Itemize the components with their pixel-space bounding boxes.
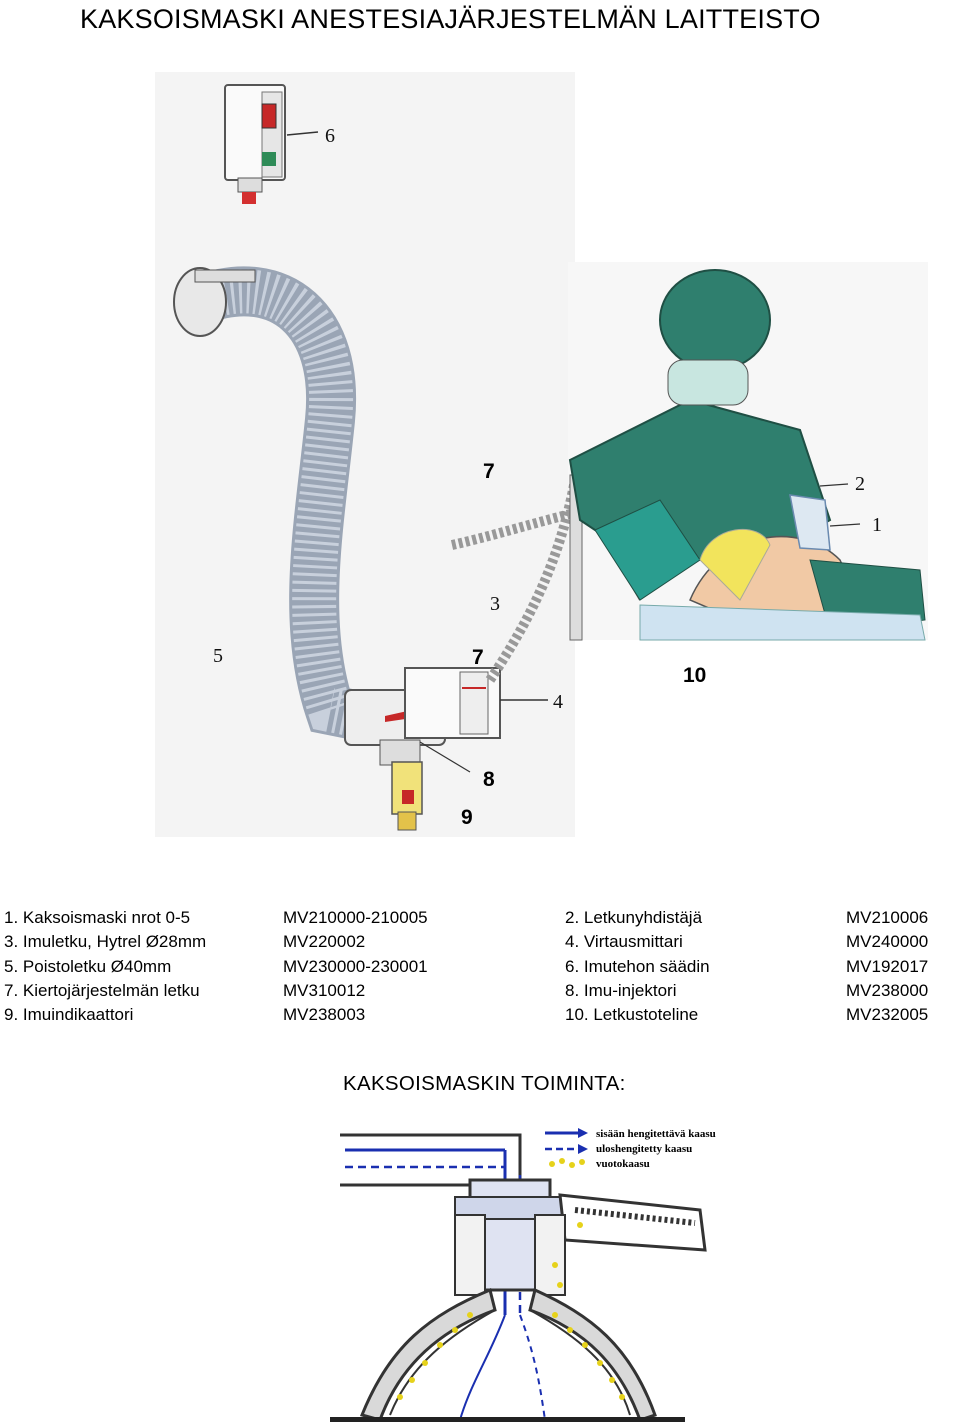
list-item: 5. Poistoletku Ø40mm MV230000-230001 bbox=[4, 955, 484, 979]
list-item: 9. Imuindikaattori MV238003 bbox=[4, 1003, 484, 1027]
flow-meter-icon bbox=[404, 667, 548, 739]
part-name: 3. Imuletku, Hytrel Ø28mm bbox=[4, 932, 207, 952]
list-item: 3. Imuletku, Hytrel Ø28mm MV220002 bbox=[4, 930, 484, 954]
label-4: 4 bbox=[553, 691, 563, 713]
part-code: MV210000-210005 bbox=[283, 908, 428, 927]
list-item: 1. Kaksoismaski nrot 0-5 MV210000-210005 bbox=[4, 906, 484, 930]
label-8: 8 bbox=[483, 768, 495, 791]
legend-exhaled: uloshengitetty kaasu bbox=[596, 1143, 692, 1155]
part-name: 9. Imuindikaattori bbox=[4, 1005, 134, 1025]
label-6: 6 bbox=[325, 125, 335, 147]
anesthesiologist-icon bbox=[568, 269, 832, 601]
list-item: 10. Letkustoteline MV232005 bbox=[565, 1003, 955, 1027]
label-3: 3 bbox=[490, 593, 500, 615]
part-code: MV210006 bbox=[846, 908, 929, 927]
list-item: 8. Imu-injektori MV238000 bbox=[565, 979, 955, 1003]
label-9: 9 bbox=[461, 806, 473, 829]
part-code: MV220002 bbox=[283, 932, 366, 952]
part-name: 10. Letkustoteline bbox=[565, 1005, 699, 1025]
exhaust-hose-icon bbox=[173, 266, 360, 740]
suction-hose-icon bbox=[485, 479, 580, 683]
label-1: 1 bbox=[872, 514, 882, 536]
flow-legend: sisään hengitettävä kaasu uloshengitetty… bbox=[545, 1128, 716, 1170]
part-name: 4. Virtausmittari bbox=[565, 932, 683, 952]
page-title: KAKSOISMASKI ANESTESIAJÄRJESTELMÄN LAITT… bbox=[80, 4, 821, 34]
outer-mask-left bbox=[359, 1287, 497, 1422]
list-item: 4. Virtausmittari MV240000 bbox=[565, 930, 955, 954]
part-code: MV310012 bbox=[283, 980, 366, 1000]
label-7-lower: 7 bbox=[472, 646, 484, 669]
label-5: 5 bbox=[213, 645, 223, 667]
circulation-hose-icon bbox=[450, 487, 791, 550]
parts-list-left: 1. Kaksoismaski nrot 0-5 MV210000-210005… bbox=[4, 906, 484, 1027]
list-item: 2. Letkunyhdistäjä MV210006 bbox=[565, 906, 955, 930]
part-code: MV232005 bbox=[846, 1005, 929, 1025]
dots-icon bbox=[549, 1158, 585, 1168]
list-item: 6. Imutehon säädin MV192017 bbox=[565, 955, 955, 979]
equipment-illustration: 2 1 3 4 5 6 bbox=[155, 72, 926, 837]
part-name: 8. Imu-injektori bbox=[565, 980, 677, 1000]
label-7-circulation: 7 bbox=[483, 460, 495, 483]
parts-list-right: 2. Letkunyhdistäjä MV210006 4. Virtausmi… bbox=[565, 906, 955, 1027]
list-item: 7. Kiertojärjestelmän letku MV310012 bbox=[4, 979, 484, 1003]
label-10: 10 bbox=[683, 664, 707, 687]
patient-icon bbox=[639, 494, 926, 641]
mask-cross-section-diagram: sisään hengitettävä kaasu uloshengitetty… bbox=[330, 1128, 716, 1422]
mask-connector bbox=[454, 1178, 707, 1296]
legend-inhaled: sisään hengitettävä kaasu bbox=[596, 1128, 716, 1140]
suction-regulator-icon bbox=[224, 84, 319, 204]
label-2: 2 bbox=[855, 473, 865, 495]
part-code: MV230000-230001 bbox=[283, 956, 428, 976]
part-name: 6. Imutehon säädin bbox=[565, 956, 710, 976]
part-name: 7. Kiertojärjestelmän letku bbox=[4, 980, 200, 1000]
leak-gas-dots bbox=[397, 1222, 625, 1400]
part-name: 1. Kaksoismaski nrot 0-5 bbox=[4, 908, 191, 927]
part-name: 2. Letkunyhdistäjä bbox=[565, 908, 703, 927]
part-code: MV240000 bbox=[846, 932, 929, 952]
part-code: MV238003 bbox=[283, 1005, 366, 1025]
part-code: MV192017 bbox=[846, 956, 929, 976]
part-code: MV238000 bbox=[846, 980, 929, 1000]
legend-leak: vuotokaasu bbox=[596, 1158, 650, 1170]
section-title: KAKSOISMASKIN TOIMINTA: bbox=[343, 1072, 626, 1095]
part-name: 5. Poistoletku Ø40mm bbox=[4, 956, 172, 976]
suction-indicator-icon bbox=[391, 761, 423, 831]
